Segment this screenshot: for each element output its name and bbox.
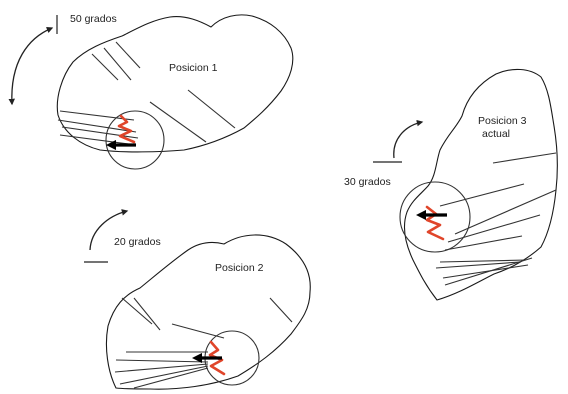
position-3-focus-circle xyxy=(400,182,470,252)
position-3-angle-label: 30 grados xyxy=(344,176,391,188)
position-1-rotation-arrow-icon xyxy=(12,28,52,104)
position-3-sublabel: actual xyxy=(482,128,510,140)
position-2-label: Posicion 2 xyxy=(215,262,264,274)
position-3-label: Posicion 3 xyxy=(478,115,527,127)
position-1-focus-circle xyxy=(106,111,164,169)
position-1-group: 50 grados Posicion 1 xyxy=(12,13,293,169)
position-2-angle-label: 20 grados xyxy=(114,236,161,248)
position-3-rotation-arrow-icon xyxy=(394,122,422,158)
position-3-fire-icon xyxy=(427,207,443,239)
position-2-rock-outline xyxy=(106,235,310,389)
position-1-angle-label: 50 grados xyxy=(70,13,117,25)
position-3-rock-outline xyxy=(405,69,558,300)
position-2-group: 20 grados Posicion 2 xyxy=(84,211,310,389)
position-3-group: 30 grados Posicion 3 actual xyxy=(344,69,557,300)
position-1-label: Posicion 1 xyxy=(169,62,218,74)
